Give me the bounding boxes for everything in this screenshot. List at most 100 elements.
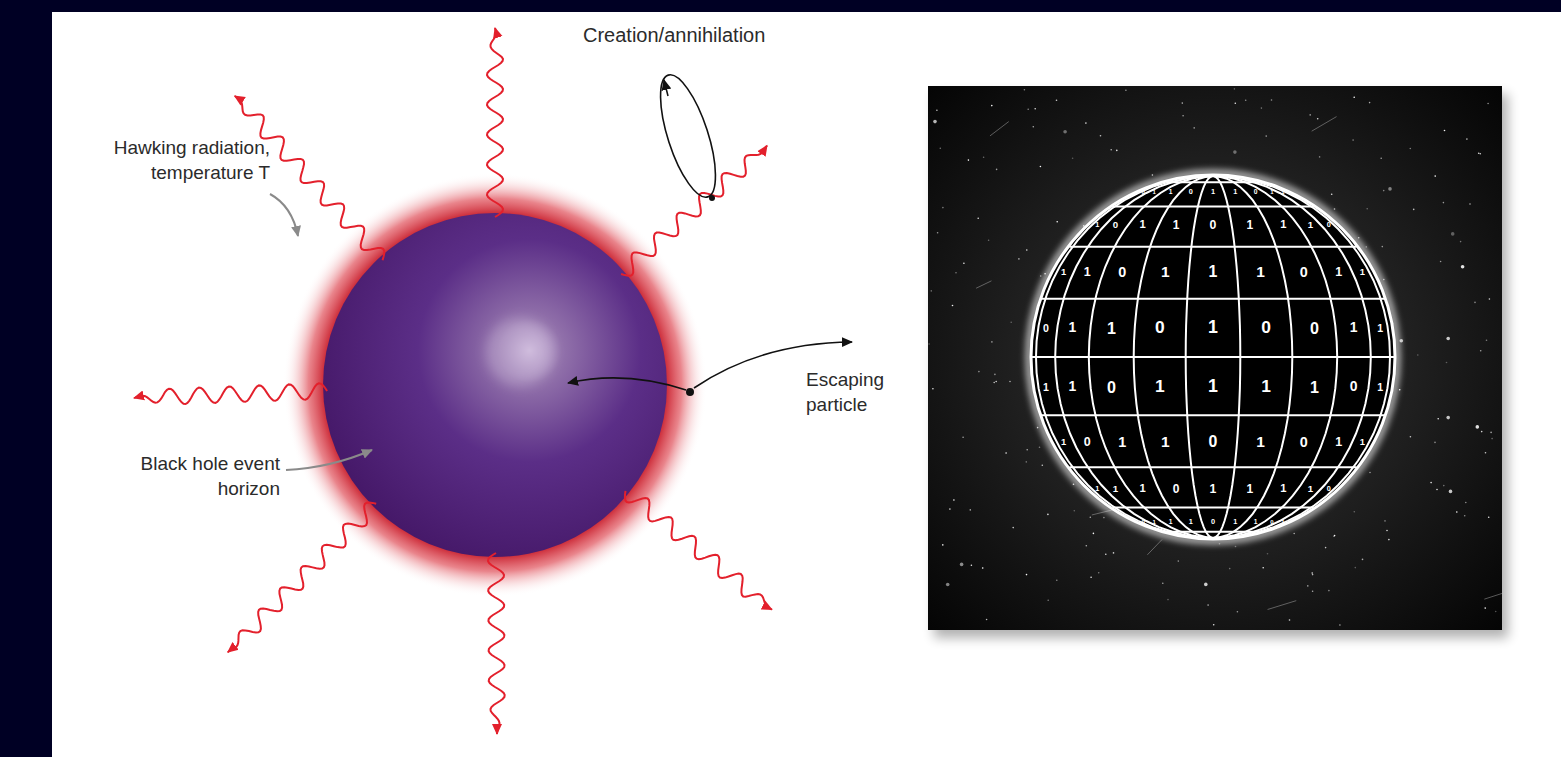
binary-digit: 1	[1107, 319, 1116, 335]
star	[1388, 187, 1392, 191]
binary-digit: 1	[1084, 265, 1091, 278]
infall-arrow	[568, 378, 686, 390]
star	[1093, 533, 1095, 535]
star	[1449, 490, 1453, 494]
star	[928, 343, 930, 345]
binary-digit: 0	[1043, 322, 1049, 333]
star	[1040, 275, 1042, 277]
star	[1265, 135, 1267, 137]
star	[1388, 539, 1390, 541]
star	[1362, 559, 1364, 561]
binary-digit: 1	[1335, 265, 1342, 278]
binary-digit: 1	[1061, 438, 1066, 447]
star	[978, 371, 980, 373]
binary-digit: 1	[1261, 378, 1271, 395]
sphere-rim	[1031, 175, 1395, 539]
star	[991, 105, 993, 107]
binary-digit: 1	[1113, 484, 1118, 494]
star	[971, 564, 973, 566]
star	[952, 305, 954, 307]
binary-digit: 0	[1310, 319, 1319, 335]
star	[1484, 607, 1486, 609]
star	[1355, 567, 1357, 569]
callout-label: Black hole event horizon	[132, 452, 280, 501]
star	[933, 120, 937, 124]
binary-digit: 1	[1139, 219, 1145, 230]
hawking-ray	[487, 28, 503, 217]
binary-digit: 1	[1208, 319, 1218, 337]
star	[1235, 546, 1237, 548]
star	[1490, 432, 1492, 434]
star	[1466, 138, 1468, 140]
latitude-line	[1042, 298, 1385, 300]
binary-digit: 1	[1247, 219, 1254, 231]
binary-digit: 1	[1095, 485, 1099, 492]
star	[993, 382, 995, 384]
star	[1352, 139, 1354, 141]
star	[1026, 249, 1028, 251]
star	[1289, 619, 1291, 621]
star	[1047, 514, 1049, 516]
star	[1110, 149, 1112, 151]
hawking-ray	[228, 502, 376, 652]
binary-digit: 1	[1161, 264, 1170, 280]
binary-digit: 0	[1300, 435, 1308, 449]
star	[1162, 583, 1164, 585]
longitude-line	[1213, 176, 1240, 538]
star	[1480, 153, 1482, 155]
star	[968, 159, 970, 161]
star	[1024, 89, 1026, 91]
star	[1487, 103, 1489, 105]
star	[1086, 545, 1088, 547]
star	[1480, 350, 1482, 352]
binary-digit: 1	[1173, 219, 1180, 231]
star	[1100, 135, 1102, 137]
callout-label: Creation/annihilation	[583, 22, 813, 48]
star	[962, 437, 964, 439]
star	[1386, 530, 1388, 532]
star	[963, 262, 965, 264]
star	[1410, 436, 1412, 438]
star	[1009, 381, 1011, 383]
binary-digit: 0	[1155, 319, 1165, 336]
binary-digit: 0	[1327, 485, 1331, 492]
binary-digit: 1	[1270, 189, 1273, 195]
star	[1090, 576, 1092, 578]
star	[1456, 511, 1458, 513]
star	[1460, 241, 1462, 243]
star	[936, 109, 938, 111]
binary-digit: 1	[1169, 519, 1173, 526]
space-picture	[928, 86, 1502, 630]
binary-digit: 1	[1247, 483, 1254, 495]
binary-digit: 0	[1327, 221, 1331, 228]
star-streak	[1312, 117, 1337, 132]
binary-digit: 0	[1173, 483, 1180, 495]
star	[1443, 202, 1445, 204]
star	[931, 290, 933, 292]
star	[1434, 175, 1436, 177]
star	[1331, 193, 1333, 195]
latitude-line	[1042, 414, 1385, 416]
star	[1417, 354, 1419, 356]
star	[1178, 560, 1180, 562]
star	[1366, 208, 1368, 210]
binary-digit: 1	[1043, 381, 1049, 392]
data-sphere	[1031, 175, 1395, 539]
binary-digit: 1	[1169, 189, 1173, 196]
binary-digit: 0	[1113, 220, 1118, 230]
star	[1353, 96, 1355, 98]
star	[982, 567, 984, 569]
longitude-line	[1134, 176, 1213, 538]
stars	[928, 88, 1502, 626]
star	[1182, 102, 1184, 104]
star	[1485, 452, 1487, 454]
star	[1261, 107, 1263, 109]
star	[1410, 148, 1412, 150]
binary-digit: 0	[1254, 189, 1258, 196]
binary-digit: 1	[1233, 188, 1237, 195]
star	[1229, 568, 1231, 570]
star	[1005, 452, 1007, 454]
star	[1245, 99, 1247, 101]
star	[1167, 599, 1169, 601]
star	[949, 508, 951, 510]
